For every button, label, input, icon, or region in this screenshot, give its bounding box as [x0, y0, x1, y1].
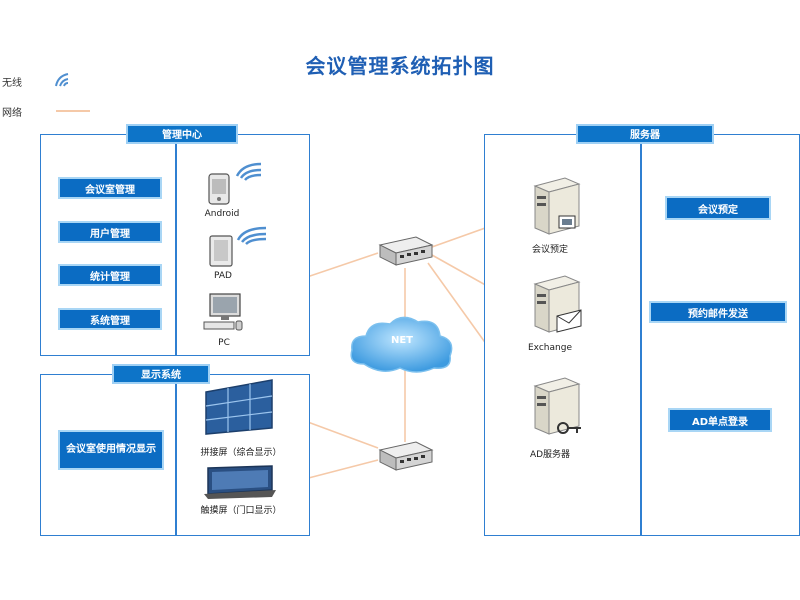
- touch-screen-icon: [204, 465, 276, 499]
- user-management-button[interactable]: 用户管理: [58, 221, 162, 243]
- wireless-icon: [55, 73, 69, 87]
- meeting-room-usage-display-button[interactable]: 会议室使用情况显示: [58, 430, 164, 470]
- bottom-switch-icon: [378, 441, 434, 471]
- statistics-management-button[interactable]: 统计管理: [58, 264, 162, 286]
- network-line-sample: [56, 110, 90, 112]
- top-switch-icon: [378, 236, 434, 266]
- ad-single-sign-on-button[interactable]: AD单点登录: [668, 408, 772, 432]
- legend-network-label: 网络: [2, 108, 22, 119]
- servers-header: 服务器: [576, 124, 714, 144]
- android-label: Android: [204, 209, 240, 219]
- diagram-title: 会议管理系统拓扑图: [305, 54, 495, 78]
- system-management-button[interactable]: 系统管理: [58, 308, 162, 330]
- booking-server-label: 会议预定: [531, 245, 568, 255]
- display-header: 显示系统: [112, 364, 210, 384]
- pc-computer-icon: [203, 293, 243, 331]
- ad-server-icon: [533, 377, 581, 435]
- net-cloud-label: NET: [390, 335, 414, 346]
- ad-server-label: AD服务器: [529, 450, 571, 460]
- touch-screen-label: 触摸屏（门口显示）: [200, 506, 282, 516]
- android-phone-icon: [208, 162, 262, 205]
- video-wall-label: 拼接屏（综合显示）: [200, 448, 282, 458]
- pad-label: PAD: [214, 271, 232, 281]
- pad-tablet-icon: [209, 226, 267, 267]
- booking-server-icon: [533, 177, 581, 235]
- exchange-server-icon: [533, 275, 582, 333]
- legend-wireless-label: 无线: [2, 78, 22, 89]
- video-wall-icon: [205, 379, 273, 435]
- pc-label: PC: [218, 338, 230, 348]
- meeting-room-management-button[interactable]: 会议室管理: [58, 177, 162, 199]
- net-cloud-icon: [350, 316, 453, 373]
- management-header: 管理中心: [126, 124, 238, 144]
- email-sending-function-button[interactable]: 预约邮件发送: [649, 301, 787, 323]
- meeting-booking-function-button[interactable]: 会议预定: [665, 196, 771, 220]
- exchange-server-label: Exchange: [528, 343, 572, 353]
